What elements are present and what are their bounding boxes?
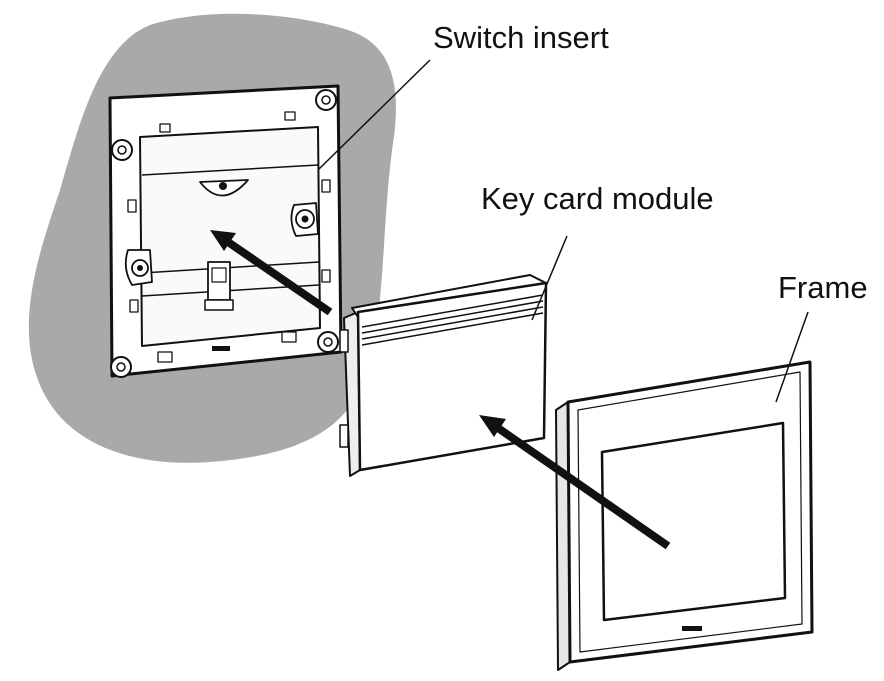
assembly-arrows: [210, 230, 671, 550]
key-card-module: [339, 274, 548, 477]
frame-arrow-shaft: [495, 424, 671, 550]
key-card-module-label: Key card module: [481, 181, 714, 216]
leader-key-card-module: [531, 235, 568, 321]
switch-insert-label: Switch insert: [433, 20, 609, 55]
leader-switch-insert: [317, 59, 431, 171]
frame-arrow-head: [479, 415, 506, 437]
leader-frame: [775, 311, 809, 403]
insert-arrow-head: [210, 230, 236, 251]
leader-lines: [317, 59, 809, 403]
frame: [555, 360, 814, 671]
insert-arrow-shaft: [225, 238, 333, 316]
frame-label: Frame: [778, 270, 868, 305]
switch-insert: [108, 84, 343, 378]
